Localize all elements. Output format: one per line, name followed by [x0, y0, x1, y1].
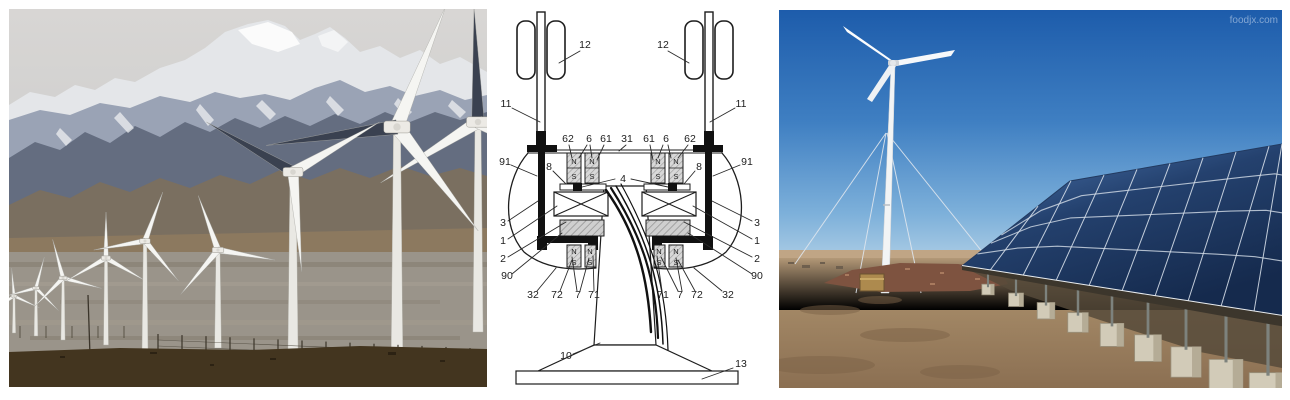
diagram-label-2-right: 2: [754, 253, 760, 265]
svg-text:S: S: [587, 258, 592, 267]
distant-rocks: [788, 262, 843, 269]
wind-turbine: [9, 257, 59, 337]
base-plate: [515, 370, 739, 385]
diagram-label-32-left: 32: [527, 289, 539, 301]
diagram-label-11-right: 11: [736, 98, 747, 110]
diagram-label-61-left: 61: [600, 133, 612, 145]
rotor-right: [684, 11, 734, 147]
diagram-label-2-left: 2: [500, 253, 506, 265]
diagram-label-90-right: 90: [751, 270, 763, 282]
diagram-label-90-left: 90: [501, 270, 513, 282]
diagram-label-62-right: 62: [684, 133, 696, 145]
diagram-label-3-left: 3: [500, 217, 506, 229]
dark-foreground-strip: [9, 346, 487, 387]
svg-text:S: S: [571, 172, 576, 181]
blade-left-inner: [546, 20, 566, 80]
panel-underside: [962, 266, 1282, 327]
diagram-label-72-right: 72: [691, 289, 703, 301]
svg-text:N: N: [655, 157, 660, 166]
turbine-blade-upleft: [843, 26, 897, 66]
solar-panel-array: [960, 143, 1282, 327]
diagram-label-4: 4: [620, 173, 626, 185]
ground-blotches: [779, 296, 1000, 379]
rotor-left: [516, 11, 566, 147]
svg-text:N: N: [571, 247, 576, 256]
foreground-specks: [60, 352, 445, 366]
small-wind-turbine: [843, 26, 955, 294]
snow-streaks: [56, 96, 466, 146]
diagram-label-7-right: 7: [677, 289, 683, 301]
svg-text:N: N: [587, 247, 592, 256]
diagram-label-7-left: 7: [575, 289, 581, 301]
generator-unit-right: [641, 152, 713, 268]
diagram-label-61-right: 61: [643, 133, 655, 145]
output-wires: [604, 183, 669, 351]
frame-bar-right: [705, 147, 712, 248]
diagram-label-6-right: 6: [663, 133, 669, 145]
shaft-collar-right: [704, 131, 714, 147]
diagram-label-31: 31: [621, 133, 633, 145]
blade-right-inner: [684, 20, 704, 80]
diagram-label-11-left: 11: [501, 98, 512, 110]
magnet-pole-letters: NS NS NS NS NS NS NS NS: [571, 157, 678, 267]
shaft-collar-left: [536, 131, 546, 147]
diagram-label-8-left: 8: [546, 161, 552, 173]
diagram-label-71-left: 71: [588, 289, 600, 301]
wind-turbine: [34, 239, 102, 341]
diagram-label-6-left: 6: [586, 133, 592, 145]
array-shadow: [965, 268, 1282, 368]
turbine-blade-down: [867, 64, 896, 102]
plain-texture: [9, 262, 487, 340]
diagram-label-91-left: 91: [499, 156, 511, 168]
watermark: foodjx.com: [1230, 15, 1278, 26]
diagram-label-72-left: 72: [551, 289, 563, 301]
mounting-posts: [986, 274, 1270, 376]
diagram-label-71-right: 71: [657, 289, 669, 301]
diagram-label-62-left: 62: [562, 133, 574, 145]
svg-text:N: N: [673, 157, 678, 166]
turbine-blade-right: [891, 50, 955, 67]
diagram-label-91-right: 91: [741, 156, 753, 168]
diagram-label-3-right: 3: [754, 217, 760, 229]
panel-grid-lines: [977, 143, 1282, 312]
diagram-label-10: 10: [560, 350, 572, 362]
turbine-generator-diagram: 12 12 11 11 62 6 61 31 61 6 62 91 91 8 8…: [499, 11, 763, 385]
svg-text:S: S: [673, 258, 678, 267]
casing-right: [653, 152, 743, 270]
svg-text:S: S: [589, 172, 594, 181]
svg-text:S: S: [655, 172, 660, 181]
svg-text:S: S: [571, 258, 576, 267]
wind-turbine: [93, 192, 179, 351]
svg-text:N: N: [571, 157, 576, 166]
diagram-label-13: 13: [735, 358, 747, 370]
snowy-mountain-range: [9, 20, 487, 268]
svg-text:N: N: [673, 247, 678, 256]
svg-text:S: S: [656, 258, 661, 267]
wind-turbine: [66, 211, 146, 346]
diagram-label-1-left: 1: [500, 235, 506, 247]
svg-text:S: S: [673, 172, 678, 181]
concrete-footings: [981, 283, 1282, 388]
diagram-label-8-right: 8: [696, 161, 702, 173]
blade-right-outer: [714, 20, 734, 80]
equipment-box: [859, 273, 885, 292]
diagram-label-32-right: 32: [722, 289, 734, 301]
wind-turbine: [9, 268, 40, 334]
left-photo-wind-farm: [9, 9, 487, 387]
blade-left-outer: [516, 20, 536, 80]
leader-lines: [507, 50, 753, 380]
wind-turbine: [206, 121, 380, 354]
top-plate: [527, 149, 723, 154]
svg-text:N: N: [656, 247, 661, 256]
turbine-hub: [890, 60, 896, 66]
svg-text:N: N: [589, 157, 594, 166]
right-photo-hybrid-power: foodjx.com: [779, 10, 1282, 388]
wind-turbine: [180, 195, 276, 349]
wind-turbine: [380, 9, 487, 333]
diagram-label-12-right: 12: [657, 39, 669, 51]
frame-bar-left: [538, 147, 545, 248]
diagram-label-1-right: 1: [754, 235, 760, 247]
diagram-label-12-left: 12: [579, 39, 591, 51]
